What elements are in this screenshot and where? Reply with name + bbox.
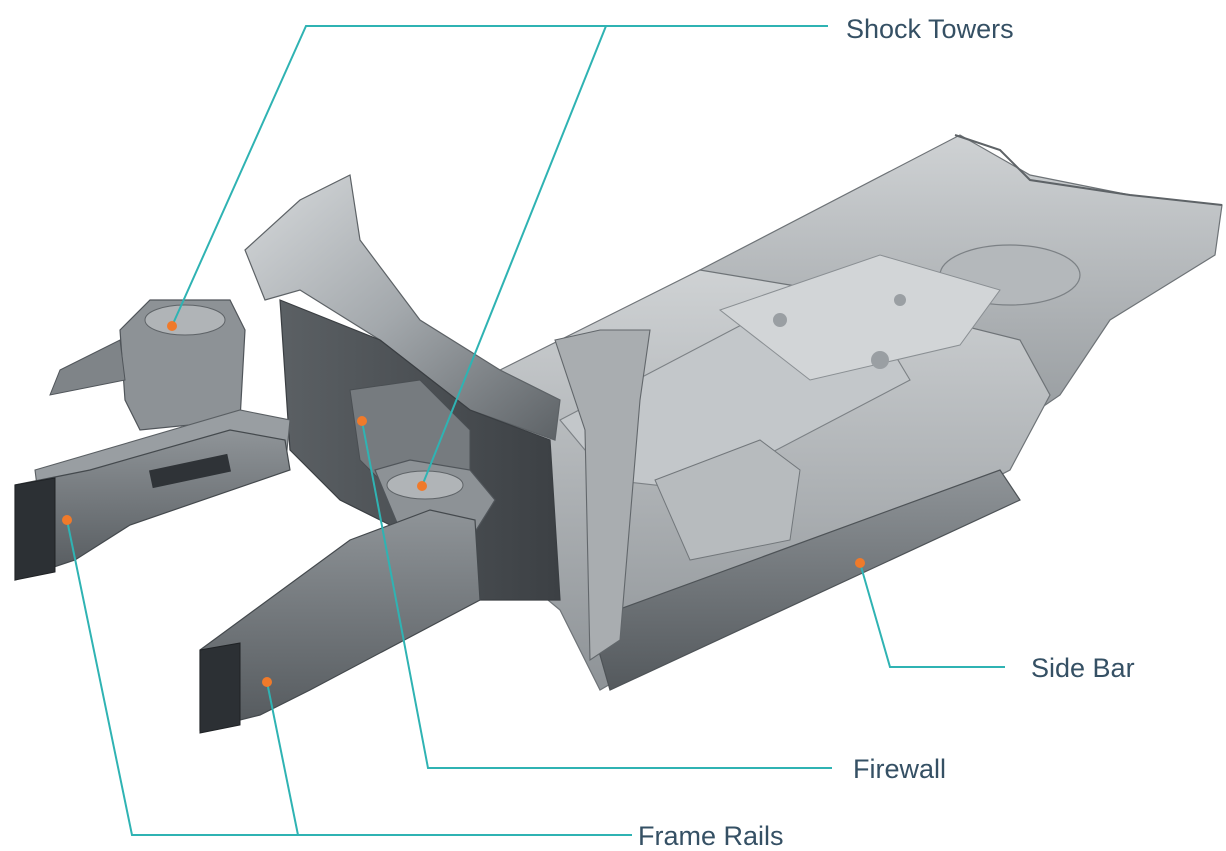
leader-lines (66, 25, 1005, 836)
floor-plate (718, 254, 1001, 381)
leader-shock-towers-2 (421, 25, 607, 487)
marker-firewall (357, 416, 367, 426)
left-shock-tower (119, 299, 246, 431)
right-frame-rail (199, 509, 481, 731)
marker-dots (62, 321, 865, 687)
right-rail-end (199, 642, 241, 734)
marker-shock-tower-left (167, 321, 177, 331)
a-pillar (554, 329, 651, 662)
marker-frame-rail-left (62, 515, 72, 525)
left-rail-end (14, 477, 56, 581)
firewall-label: Firewall (853, 754, 947, 784)
side-bar-label: Side Bar (1031, 653, 1135, 683)
leader-frame-rails (66, 519, 632, 836)
seat-crossmember (654, 439, 801, 561)
leader-side-bar (859, 562, 1005, 668)
leader-shock-towers (171, 25, 828, 327)
car-body-illustration (14, 134, 1223, 734)
leader-firewall (361, 420, 832, 769)
side-sill (589, 469, 1021, 691)
marker-shock-tower-right (417, 481, 427, 491)
frame-rails-label: Frame Rails (638, 821, 784, 851)
marker-frame-rail-right (262, 677, 272, 687)
shock-towers-label: Shock Towers (846, 14, 1014, 44)
cowl-arch (244, 174, 561, 441)
left-frame-rail (14, 429, 291, 581)
marker-side-bar (855, 558, 865, 568)
leader-frame-rails-2 (266, 681, 299, 836)
